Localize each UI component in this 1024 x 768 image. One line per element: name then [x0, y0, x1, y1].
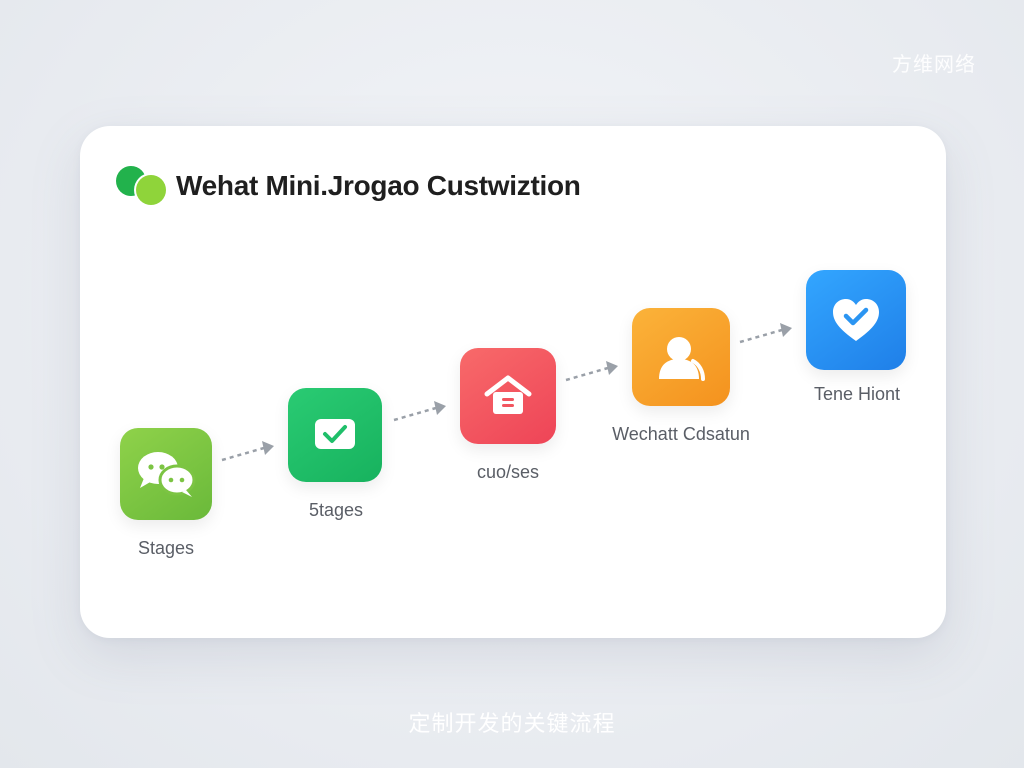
arrow-icon: [565, 361, 618, 382]
step-2-label: 5tages: [308, 500, 364, 520]
step-4-tile: [632, 308, 730, 406]
card-header: Wehat Mini.Jrogao Custwiztion: [116, 166, 581, 206]
footer-caption: 定制开发的关键流程: [408, 712, 616, 737]
step-4-label: Wechatt Cdsatun: [612, 424, 750, 444]
user-icon: [653, 331, 709, 383]
step-2-tile: [288, 388, 382, 482]
step-3-label: cuo/ses: [476, 462, 540, 482]
store-icon: [481, 372, 535, 420]
step-5-tile: [806, 270, 906, 370]
process-card: Wehat Mini.Jrogao Custwiztion Stages: [80, 126, 946, 638]
step-5-label: Tene Hiont: [813, 384, 901, 404]
arrow-icon: [393, 401, 446, 422]
wechat-logo-icon: [116, 166, 168, 206]
check-message-icon: [311, 415, 359, 455]
arrow-icon: [221, 441, 274, 462]
step-3-tile: [460, 348, 556, 444]
arrow-icon: [739, 323, 792, 344]
step-1-tile: [120, 428, 212, 520]
card-title: Wehat Mini.Jrogao Custwiztion: [176, 170, 581, 201]
heart-check-icon: [827, 293, 885, 347]
chat-bubbles-icon: [134, 446, 198, 502]
step-1-label: Stages: [137, 538, 195, 558]
watermark-text: 方维网络: [892, 52, 976, 76]
